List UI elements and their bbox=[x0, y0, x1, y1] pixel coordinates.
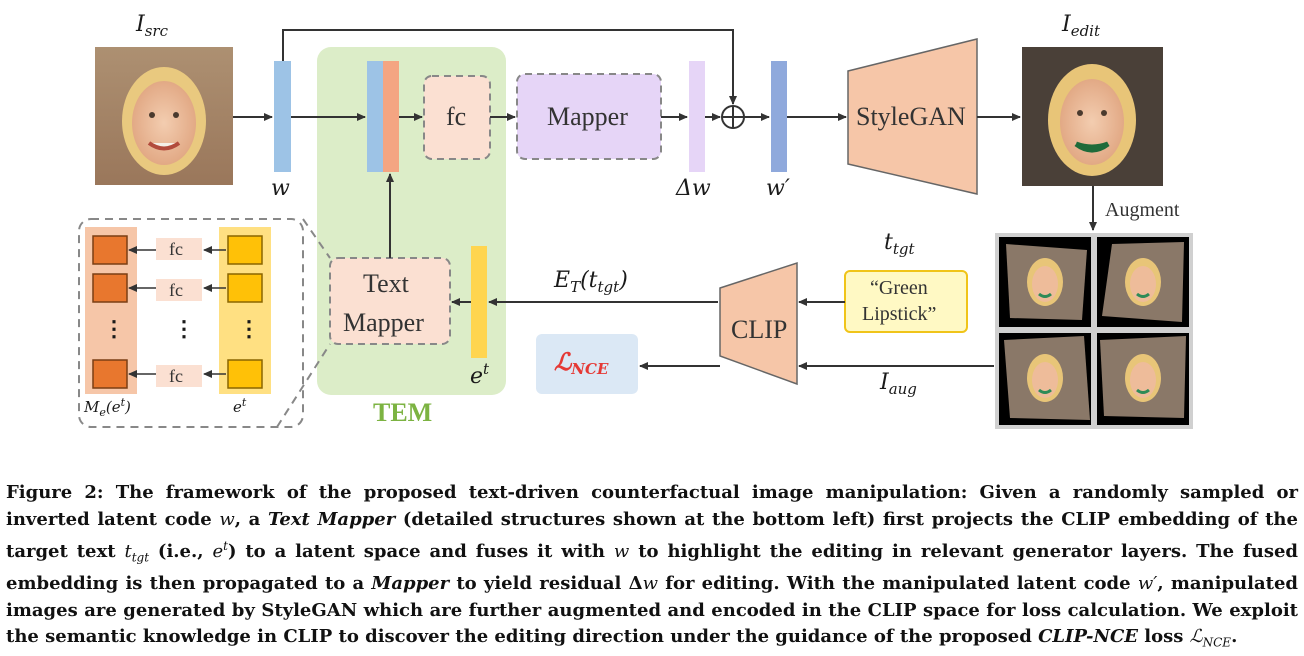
t-tgt-label: ttgt bbox=[884, 232, 915, 257]
detail-dots-right: ⋮ bbox=[238, 316, 260, 341]
detail-fc-1: fc bbox=[169, 239, 183, 259]
mapper-label: Mapper bbox=[547, 102, 628, 131]
i-aug-subscript: aug bbox=[888, 380, 917, 398]
delta-w-label: Δw bbox=[676, 176, 711, 201]
i-src-symbol: I bbox=[136, 12, 145, 37]
caption-part-1: Figure 2: The framework of the proposed … bbox=[6, 482, 1298, 530]
caption-t-tgt-sub: tgt bbox=[131, 550, 150, 565]
caption-part-4: (i.e., bbox=[149, 541, 213, 562]
w-prime-label: w′ bbox=[766, 176, 790, 201]
et-expr-arg-subscript: tgt bbox=[597, 278, 620, 296]
fc-box bbox=[423, 75, 491, 160]
detail-dots-mid: ⋮ bbox=[173, 316, 195, 341]
i-aug-label: Iaug bbox=[880, 372, 917, 397]
caption-part-9: , manipulated images are generated by St… bbox=[6, 573, 1298, 648]
clip-block bbox=[719, 261, 798, 386]
stylegan-label: StyleGAN bbox=[856, 102, 966, 131]
et-superscript: t bbox=[483, 360, 490, 378]
et-label: et bbox=[470, 362, 489, 388]
prompt-line2: Lipstick” bbox=[862, 303, 937, 325]
loss-subscript: NCE bbox=[571, 360, 609, 378]
loss-symbol: ℒ bbox=[554, 347, 572, 376]
text-mapper-line2: Mapper bbox=[343, 308, 424, 337]
caption-part-6: to highlight the editing in relevant gen… bbox=[6, 541, 1299, 595]
et-expr-arg: (t bbox=[580, 268, 598, 293]
stylegan-block bbox=[847, 38, 978, 195]
caption-part-11: . bbox=[1231, 626, 1238, 648]
caption-l-nce: ℒ bbox=[1189, 626, 1203, 648]
detail-et-symbol: e bbox=[233, 398, 242, 416]
caption-l-nce-sub: NCE bbox=[1202, 635, 1232, 650]
et-symbol: e bbox=[470, 364, 484, 389]
detail-dots-left: ⋮ bbox=[103, 316, 125, 341]
caption-w-2: w bbox=[613, 541, 630, 562]
w-latent-bar bbox=[274, 61, 291, 172]
i-edit-label: Iedit bbox=[1062, 14, 1100, 39]
concat-w-bar bbox=[367, 61, 383, 172]
edited-face-image bbox=[1022, 47, 1163, 186]
fc-label: fc bbox=[446, 102, 467, 131]
detail-me-symbol: M bbox=[84, 398, 100, 416]
prompt-line1: “Green bbox=[870, 277, 928, 299]
source-face-image bbox=[95, 47, 233, 185]
caption-part-7: to yield residual Δ bbox=[449, 573, 643, 595]
caption-part-8: for editing. With the manipulated latent… bbox=[657, 573, 1138, 595]
i-src-label: Isrc bbox=[136, 14, 168, 39]
detail-me-subscript: e bbox=[99, 406, 106, 419]
detail-fc-2: fc bbox=[169, 280, 183, 300]
caption-t-tgt: t bbox=[124, 541, 132, 562]
caption-part-3: (detailed structures shown at the bottom… bbox=[6, 508, 1298, 563]
et-expr-subscript: T bbox=[570, 278, 581, 296]
detail-et-label: et bbox=[233, 397, 246, 415]
caption-clip-nce: CLIP-NCE bbox=[1038, 626, 1138, 648]
detail-me-superscript: t bbox=[120, 396, 126, 409]
caption-mapper: Mapper bbox=[371, 573, 450, 595]
detail-me-close: ) bbox=[125, 398, 131, 416]
caption-part-2: , a bbox=[234, 508, 268, 530]
tem-label: TEM bbox=[373, 398, 433, 427]
w-label: w bbox=[271, 176, 290, 201]
detail-me-label: Me(et) bbox=[84, 397, 131, 418]
loss-label: ℒNCE bbox=[554, 350, 608, 377]
concat-e-bar bbox=[383, 61, 399, 172]
detail-et-superscript: t bbox=[241, 396, 247, 409]
delta-w-bar bbox=[689, 61, 705, 172]
detail-fc-3: fc bbox=[169, 366, 183, 386]
i-edit-symbol: I bbox=[1062, 12, 1071, 37]
text-mapper-line1: Text bbox=[363, 269, 409, 298]
et-bar bbox=[471, 246, 487, 358]
t-tgt-symbol: t bbox=[884, 230, 893, 255]
detail-me-arg: (e bbox=[105, 398, 121, 416]
t-tgt-subscript: tgt bbox=[892, 240, 915, 258]
add-operator bbox=[721, 105, 745, 129]
augment-label: Augment bbox=[1105, 199, 1180, 221]
caption-w-prime: w′ bbox=[1137, 573, 1158, 595]
i-aug-symbol: I bbox=[880, 370, 889, 395]
caption-e-t-sup: t bbox=[223, 539, 228, 553]
w-prime-bar bbox=[771, 61, 787, 172]
i-edit-subscript: edit bbox=[1070, 22, 1101, 40]
loss-box bbox=[536, 334, 638, 394]
figure-caption: Figure 2: The framework of the proposed … bbox=[6, 480, 1298, 656]
et-expr-close: ) bbox=[619, 268, 628, 293]
clip-text-embedding-label: ET(ttgt) bbox=[554, 270, 628, 295]
caption-text-mapper: Text Mapper bbox=[268, 508, 396, 530]
clip-label: CLIP bbox=[731, 315, 788, 344]
caption-w-1: w bbox=[219, 508, 235, 530]
caption-part-5: ) to a latent space and fuses it with bbox=[227, 541, 614, 562]
augmented-images-grid bbox=[995, 233, 1193, 429]
et-expr-symbol: E bbox=[554, 268, 571, 293]
caption-e-t: e bbox=[212, 541, 224, 562]
caption-w-3: w bbox=[642, 573, 658, 595]
i-src-subscript: src bbox=[144, 22, 168, 40]
diagram-canvas bbox=[78, 29, 1193, 429]
caption-part-10: loss bbox=[1138, 626, 1190, 648]
